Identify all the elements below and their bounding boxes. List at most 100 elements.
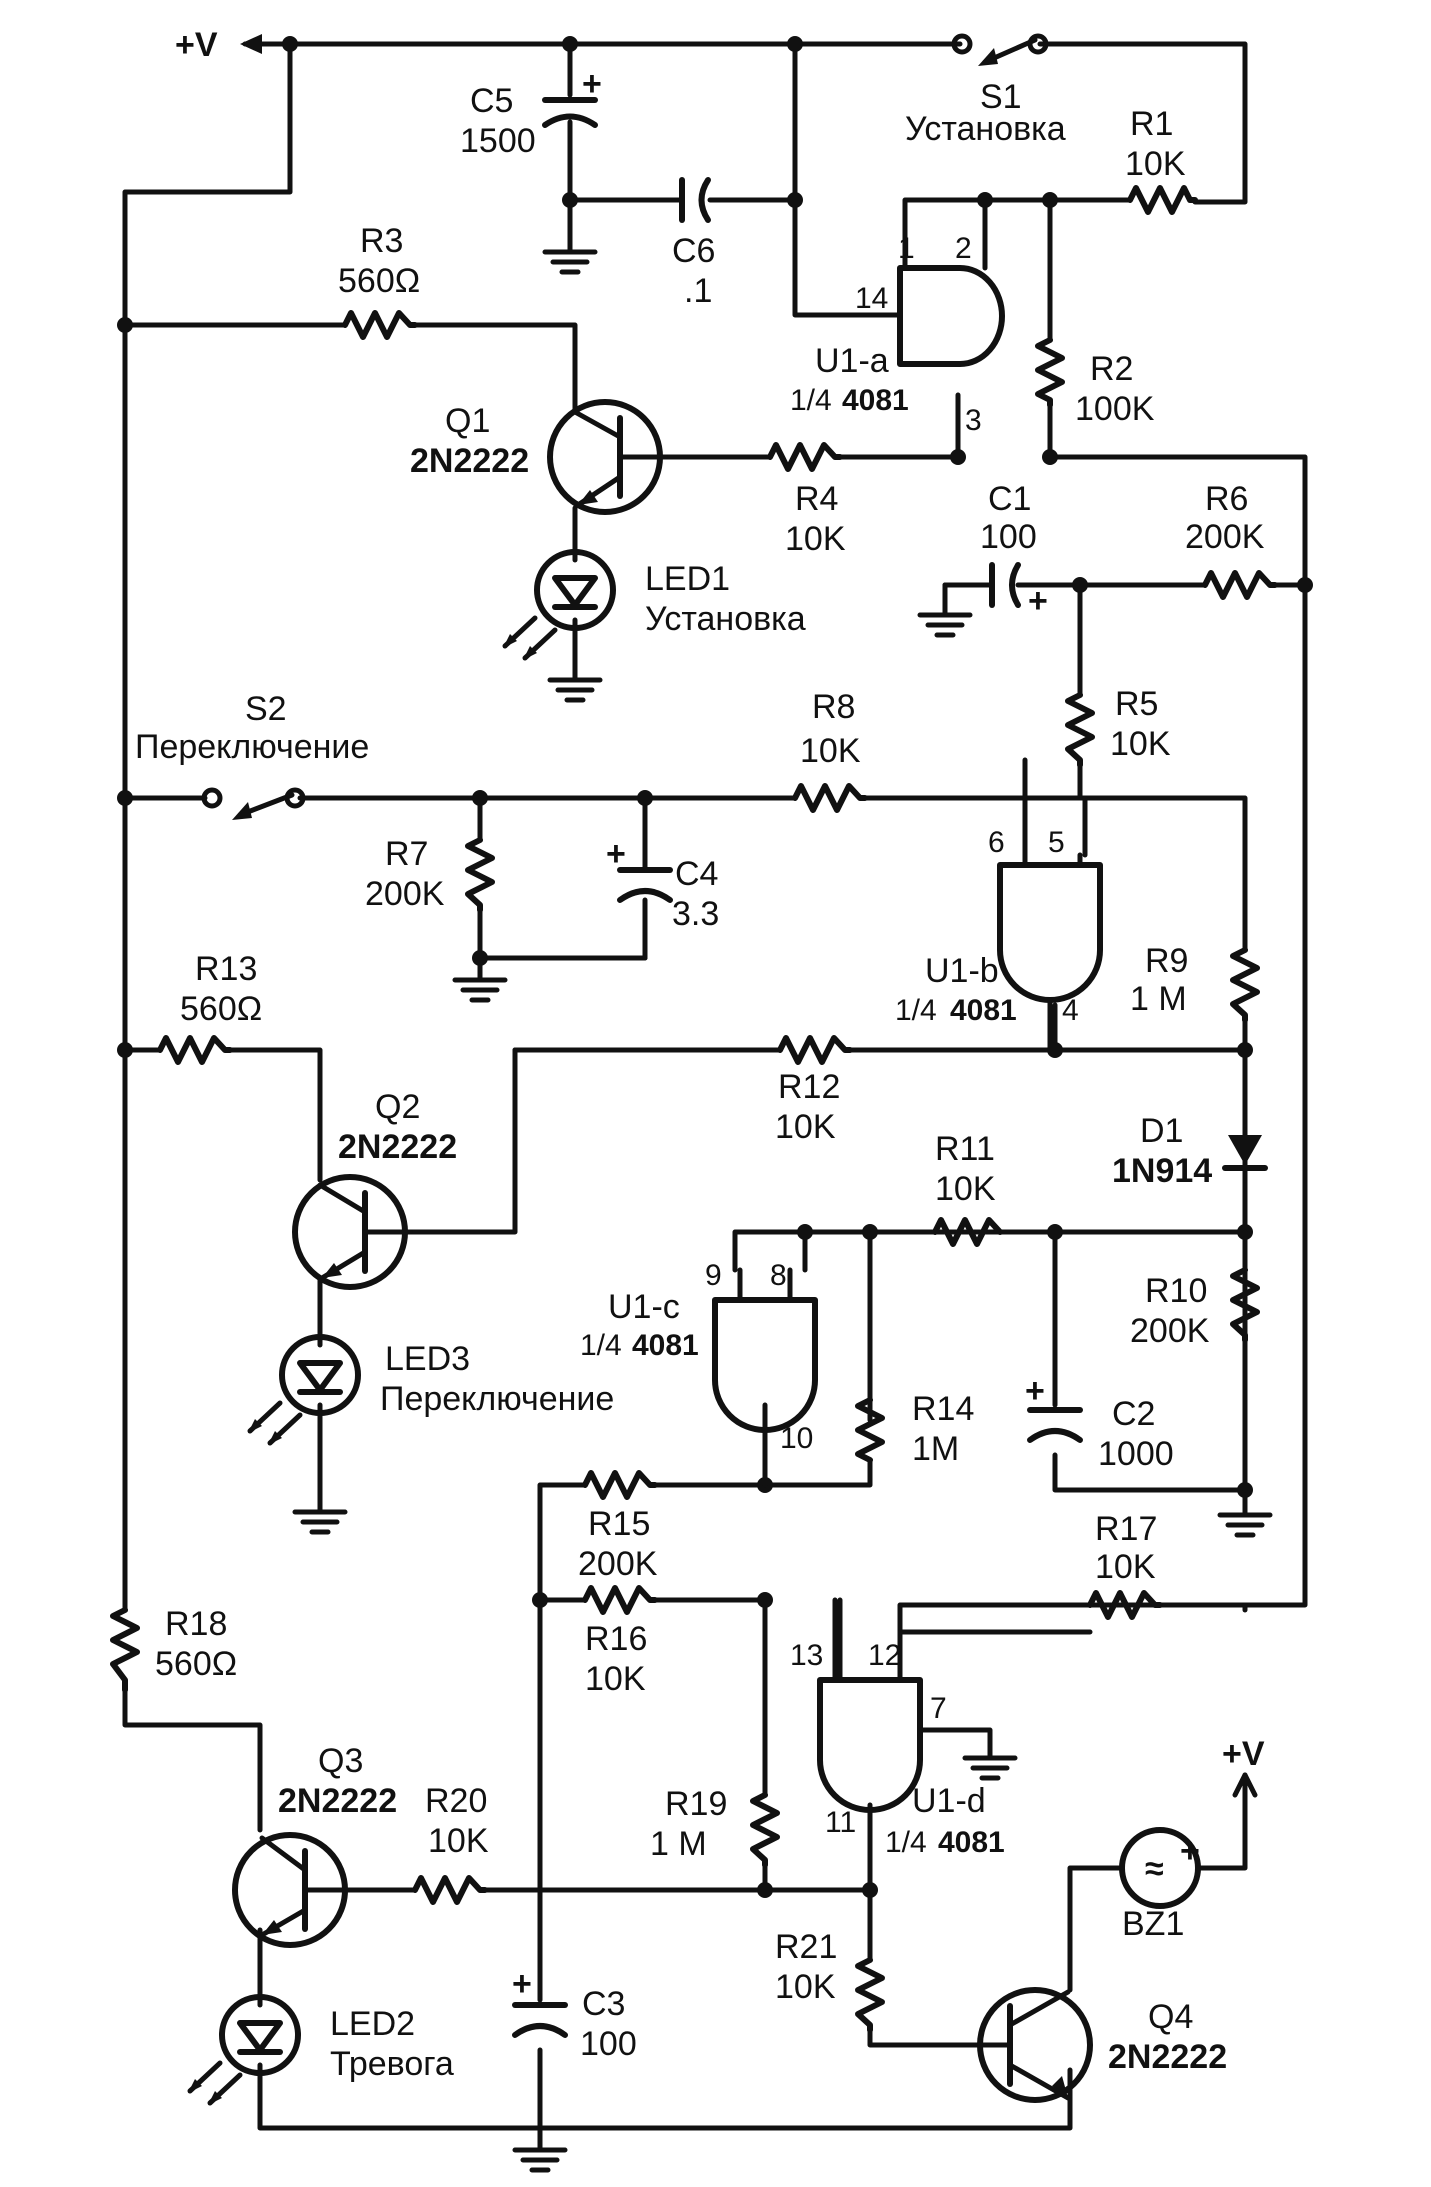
q1-part: 2N2222 (410, 442, 529, 480)
c5-value: 1500 (460, 122, 536, 160)
r15-resistor (582, 1470, 658, 1500)
u1d-pin12: 12 (868, 1639, 901, 1672)
q3-ref: Q3 (318, 1742, 363, 1780)
u1a-pin1: 1 (898, 232, 915, 265)
u1a-pin3: 3 (965, 404, 982, 437)
q2-ref: Q2 (375, 1088, 420, 1126)
c3-ref: C3 (582, 1985, 625, 2023)
u1c-ref: U1-c (608, 1288, 680, 1326)
r17-ref: R17 (1095, 1510, 1157, 1548)
c4-capacitor (617, 867, 673, 903)
r13-resistor (157, 1035, 233, 1065)
r17-value: 10K (1095, 1548, 1156, 1586)
buzzer-plus: + (1180, 1832, 1200, 1870)
r18-value: 560Ω (155, 1645, 237, 1683)
u1a-frac: 1/4 (790, 384, 832, 417)
u1a-pin2: 2 (955, 232, 972, 265)
r18-resistor (110, 1607, 140, 1693)
ground-icon (452, 955, 508, 1003)
q2-transistor (292, 1174, 413, 1290)
buzzer-symbol: ≈ (1145, 1850, 1164, 1888)
r20-resistor (412, 1875, 488, 1905)
d1-ref: D1 (1140, 1112, 1183, 1150)
q2-part: 2N2222 (338, 1128, 457, 1166)
led1-ref: LED1 (645, 560, 730, 598)
r4-ref: R4 (795, 480, 838, 518)
u1d-frac: 1/4 (885, 1826, 927, 1859)
r13-ref: R13 (195, 950, 257, 988)
u1d-gate (817, 1677, 923, 1813)
d1-part: 1N914 (1112, 1152, 1212, 1190)
u1c-pin10: 10 (780, 1422, 813, 1455)
r11-value: 10K (935, 1170, 996, 1208)
ground-icon (1217, 1497, 1273, 1538)
r14-resistor (855, 1397, 885, 1463)
c3-value: 100 (580, 2025, 637, 2063)
led3-name: Переключение (380, 1380, 614, 1418)
r8-ref: R8 (812, 688, 855, 726)
r14-ref: R14 (912, 1390, 974, 1428)
c3-plus: + (512, 1965, 532, 2003)
supply-label: +V (175, 26, 218, 64)
u1b-part: 4081 (950, 994, 1017, 1027)
ground-icon (962, 1749, 1018, 1781)
supply-arrow-icon (240, 34, 262, 54)
r10-resistor (1230, 1267, 1260, 1343)
r8-value: 10K (800, 732, 861, 770)
r15-ref: R15 (588, 1505, 650, 1543)
ground-icon (917, 607, 973, 638)
led3-icon (247, 1334, 361, 1446)
r11-ref: R11 (935, 1130, 995, 1168)
u1c-pin8: 8 (770, 1259, 787, 1292)
r16-resistor (582, 1585, 658, 1615)
s1-ref: S1 (980, 78, 1022, 116)
r21-resistor (855, 1957, 885, 2033)
u1b-pins (1022, 852, 1083, 868)
r5-value: 10K (1110, 725, 1171, 763)
u1b-ref: U1-b (925, 952, 999, 990)
r16-ref: R16 (585, 1620, 647, 1658)
u1a-ref: U1-a (815, 342, 889, 380)
u1d-pins (837, 1597, 903, 1683)
r3-value: 560Ω (338, 262, 420, 300)
r7-value: 200K (365, 875, 445, 913)
r18-ref: R18 (165, 1605, 227, 1643)
r11-resistor (932, 1217, 1003, 1247)
r15-value: 200K (578, 1545, 658, 1583)
q1-transistor (547, 399, 668, 515)
u1c-gate (712, 1297, 818, 1433)
c5-capacitor (542, 97, 598, 128)
s1-switch[interactable] (951, 33, 1049, 66)
r8-resistor (792, 783, 868, 813)
q1-ref: Q1 (445, 402, 490, 440)
r6-ref: R6 (1205, 480, 1248, 518)
r12-value: 10K (775, 1108, 836, 1146)
c4-plus: + (606, 835, 626, 873)
s2-switch[interactable] (201, 787, 306, 820)
led2-name: Тревога (330, 2045, 454, 2083)
c3-capacitor (512, 2002, 568, 2038)
c4-ref: C4 (675, 855, 718, 893)
u1b-pin4: 4 (1062, 994, 1079, 1027)
c1-capacitor (989, 562, 1033, 608)
r2-resistor (1035, 337, 1065, 408)
d1-diode (1222, 1127, 1268, 1183)
r16-value: 10K (585, 1660, 646, 1698)
u1a-gate (897, 265, 1005, 367)
ground-icon (512, 2137, 568, 2173)
resistors (110, 185, 1278, 2033)
labels: +V S1 Установка R1 10K C5 1500 + C6 .1 R… (135, 26, 1265, 2083)
c5-ref: C5 (470, 82, 513, 120)
r19-ref: R19 (665, 1785, 727, 1823)
r3-ref: R3 (360, 222, 403, 260)
r17-resistor (1087, 1590, 1163, 1620)
r9-ref: R9 (1145, 942, 1188, 980)
u1d-pin7: 7 (930, 1692, 947, 1725)
r12-resistor (777, 1035, 853, 1065)
r3-resistor (342, 310, 418, 340)
u1c-frac: 1/4 (580, 1329, 622, 1362)
q3-part: 2N2222 (278, 1782, 397, 1820)
r2-value: 100K (1075, 390, 1155, 428)
r6-value: 200K (1185, 518, 1265, 556)
